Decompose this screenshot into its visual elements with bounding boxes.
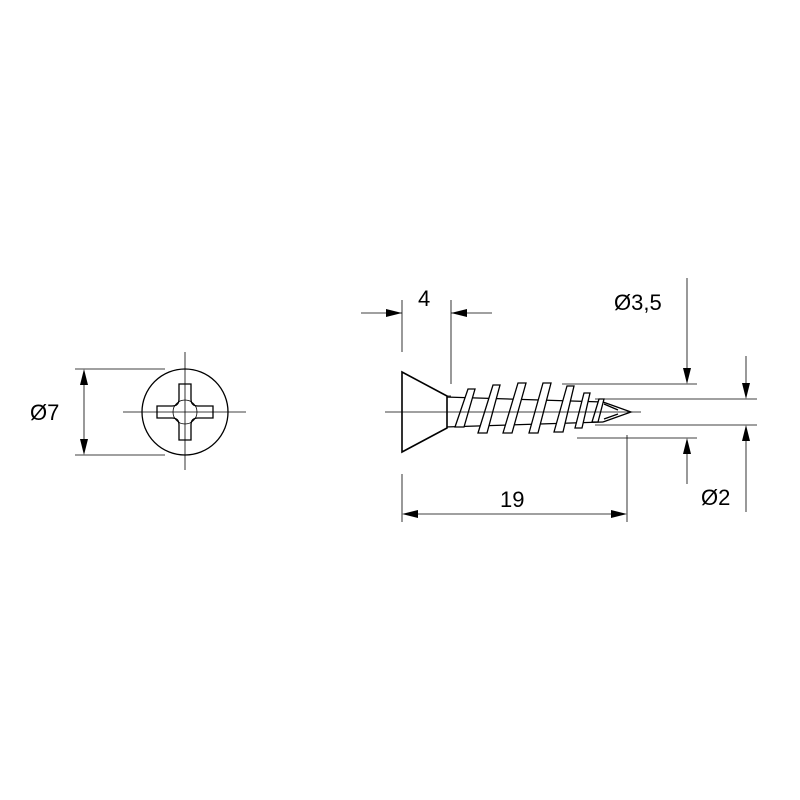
head-height-dimension: 4 [361, 286, 492, 384]
head-height-label: 4 [418, 286, 430, 311]
arrow-up [80, 369, 88, 385]
length-label: 19 [500, 487, 524, 512]
head-top-view [123, 352, 246, 470]
phillips-recess [156, 383, 214, 441]
thread-diameter-dimension: Ø3,5 [562, 278, 697, 484]
core-diameter-dimension: Ø2 [595, 356, 757, 512]
thread-diameter-label: Ø3,5 [614, 290, 662, 315]
screw-side-view [385, 370, 641, 454]
core-diameter-label: Ø2 [701, 485, 730, 510]
arrow-down [80, 439, 88, 455]
length-dimension: 19 [401, 435, 628, 522]
head-diameter-dimension: Ø7 [30, 368, 165, 456]
head-diameter-label: Ø7 [30, 400, 59, 425]
thread-profile [454, 382, 619, 434]
